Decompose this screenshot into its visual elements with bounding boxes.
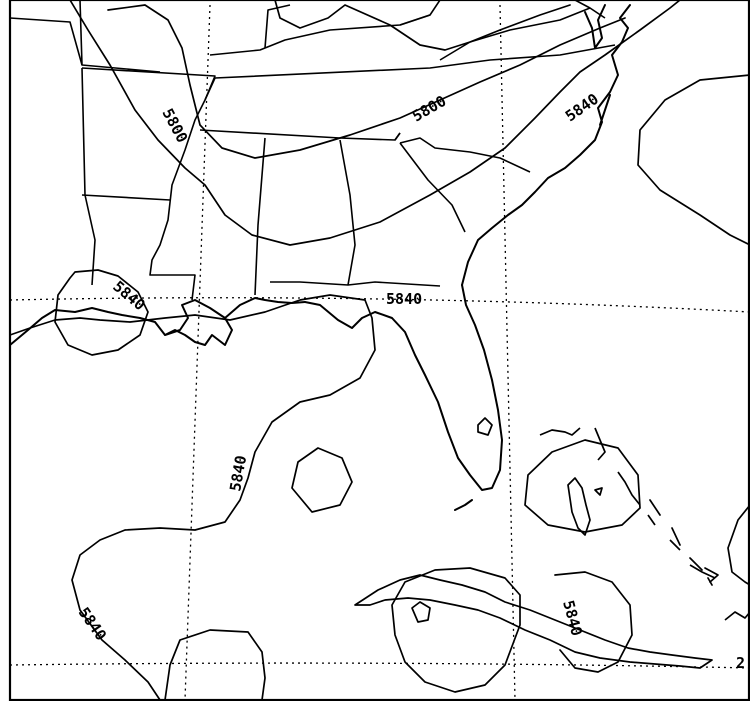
border-west-virginia xyxy=(399,0,441,26)
island-grand-bahama xyxy=(539,427,581,436)
contour-5840-cuba-loop xyxy=(391,567,521,693)
contour-5800-north xyxy=(107,4,626,159)
coast-outer-banks xyxy=(599,94,611,126)
island-hispaniola xyxy=(724,611,750,621)
longitude-line-east xyxy=(499,4,516,701)
border-missouri-arkansas xyxy=(81,67,216,101)
contour-label-cuba: 5840 xyxy=(559,598,586,638)
contour-dashed-fragment xyxy=(649,499,713,586)
border-georgia-southcarolina xyxy=(399,142,466,233)
island-exuma xyxy=(647,514,656,526)
contour-5800-northwest xyxy=(69,0,681,246)
height-contours xyxy=(9,0,750,701)
map-border xyxy=(8,0,750,701)
coastlines xyxy=(9,4,631,511)
contour-label-gulf: 5840 xyxy=(226,454,250,493)
border-northcarolina-southcarolina xyxy=(399,137,531,173)
border-tennessee-north xyxy=(214,44,616,79)
island-isle-of-youth xyxy=(411,601,431,623)
border-tennessee-south xyxy=(199,129,401,141)
border-mississippi-alabama xyxy=(254,137,266,296)
longitude-line-west xyxy=(184,4,211,701)
contour-5840-gulf-closed xyxy=(291,447,353,513)
island-andros xyxy=(567,477,591,536)
coast-louisiana xyxy=(139,299,233,346)
edge-mark: 2 xyxy=(736,654,745,672)
border-oklahoma-texas xyxy=(9,17,161,73)
contour-label-louisiana: 5840 xyxy=(109,277,148,314)
border-kansas-oklahoma xyxy=(79,0,83,66)
border-arkansas-louisiana xyxy=(81,194,171,201)
border-virginia xyxy=(439,7,591,61)
island-eleuthera xyxy=(617,471,641,506)
latitude-line-south xyxy=(9,662,750,669)
contour-label-north-1: 5800 xyxy=(158,105,191,145)
contour-label-southwest: 5840 xyxy=(75,604,110,644)
graticule xyxy=(9,4,750,701)
coast-florida-panhandle xyxy=(304,284,503,491)
island-cuba xyxy=(354,574,713,669)
island-southern-bahamas xyxy=(669,539,716,579)
island-bahamas-small xyxy=(594,487,603,496)
coast-gulf-texas xyxy=(9,307,141,346)
island-abaco xyxy=(594,427,606,461)
contour-5840-atlantic xyxy=(637,74,750,246)
contour-5840-bahamas-loop xyxy=(524,439,641,533)
coast-florida-keys xyxy=(454,499,473,511)
contour-5840-east-edge xyxy=(727,504,750,586)
contour-label-north-2: 5800 xyxy=(409,92,449,126)
coast-chesapeake xyxy=(584,4,606,49)
contour-5800-top xyxy=(274,0,571,51)
border-alabama-georgia xyxy=(339,139,356,286)
contour-5840-bottom xyxy=(164,629,266,701)
border-mississippi-river xyxy=(149,77,216,301)
border-georgia-northcarolina xyxy=(394,132,401,141)
contour-5840-louisiana-loop xyxy=(54,269,149,356)
border-texas-louisiana xyxy=(81,67,96,286)
islands xyxy=(354,417,750,669)
contour-label-carolina: 5840 xyxy=(562,90,602,125)
border-florida-panhandle xyxy=(270,281,441,287)
contour-5840-cuba-east xyxy=(554,571,633,673)
state-borders xyxy=(9,0,616,301)
contour-east-mark xyxy=(704,567,719,583)
contour-5840-gulf xyxy=(9,294,376,701)
island-lake-okeechobee xyxy=(477,417,493,436)
border-ohio-river xyxy=(264,4,291,49)
contour-label-georgia: 5840 xyxy=(386,290,422,308)
coast-mississippi-alabama xyxy=(224,297,306,319)
